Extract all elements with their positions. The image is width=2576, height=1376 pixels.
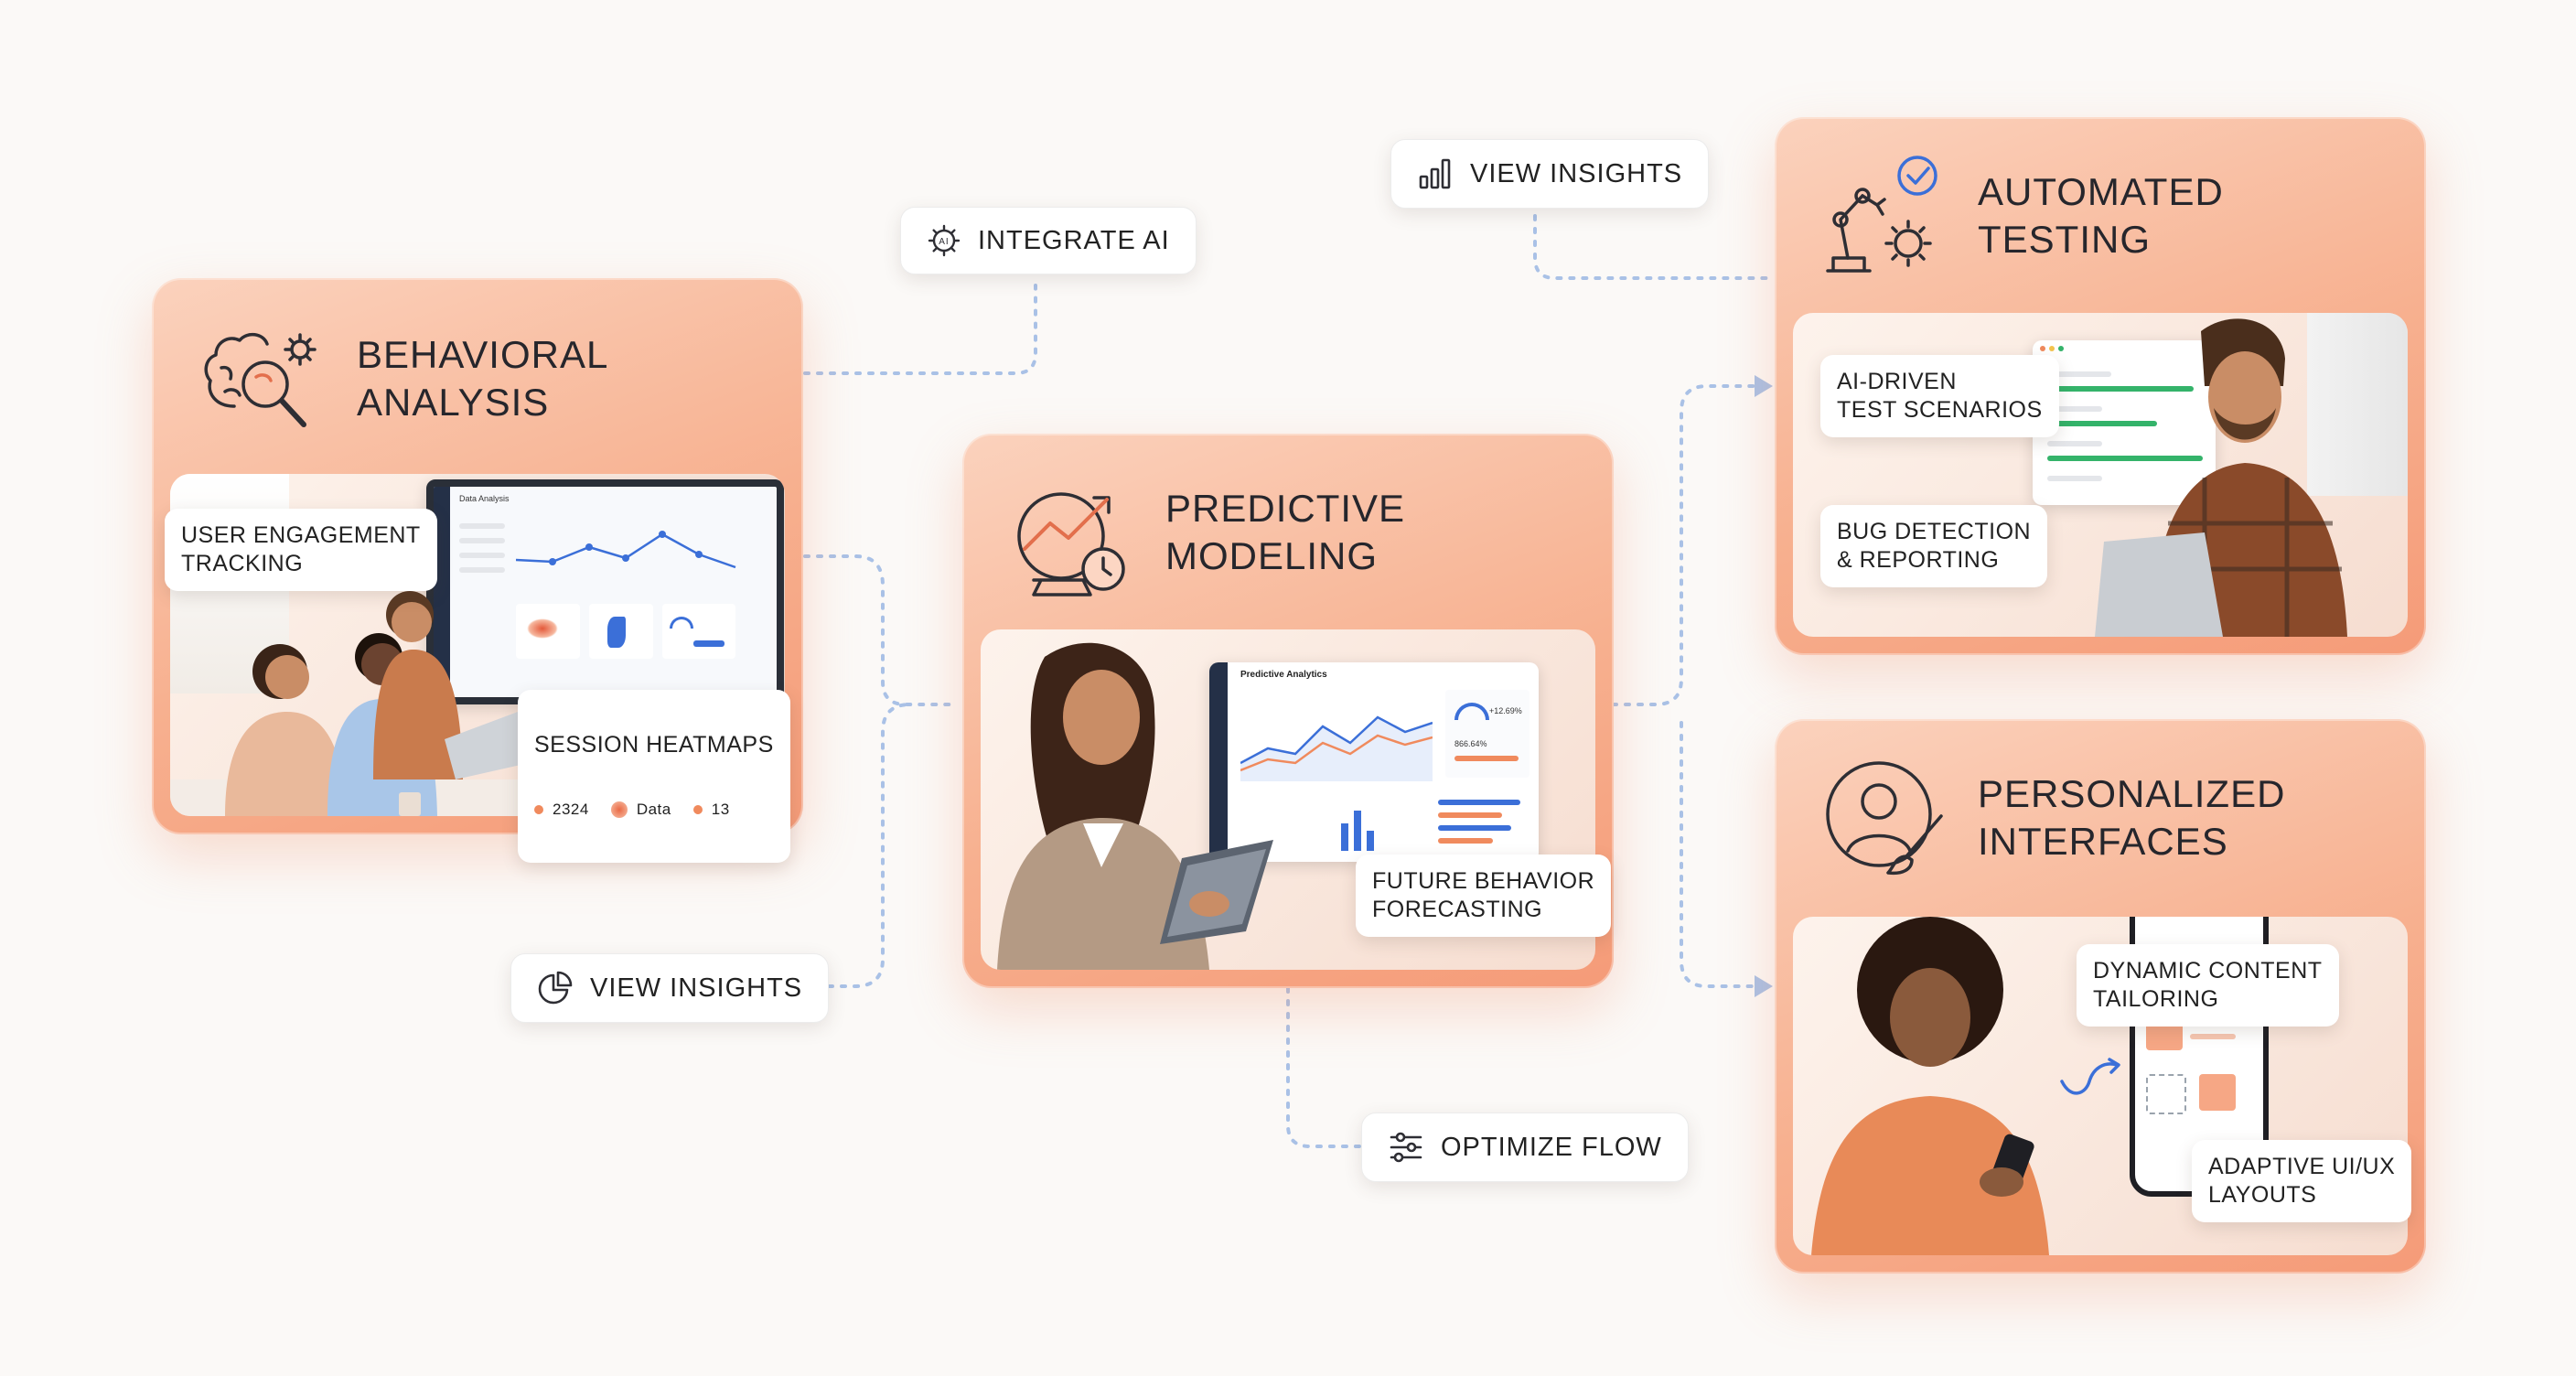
monitor-line-chart (516, 531, 736, 569)
user-brush-icon (1826, 761, 1943, 876)
connector-behavioral-to-integrate-ai (803, 284, 1037, 375)
bar-chart-icon (1419, 158, 1451, 189)
orange-shirt (1811, 1096, 2049, 1255)
woman-with-tablet-illustration (997, 642, 1273, 970)
connector-view-insights-to-testing (1533, 214, 1772, 280)
mock-row (459, 553, 505, 558)
callout-ai-driven-scenarios: AI-DRIVEN TEST SCENARIOS (1820, 355, 2059, 437)
laptop (445, 712, 529, 779)
monitor-title: Data Analysis (459, 494, 510, 503)
ui-block (2199, 1074, 2236, 1111)
connector-behavioral-to-predictive (803, 554, 953, 706)
dashboard-sidebar (1209, 662, 1228, 862)
callout-dynamic-content: DYNAMIC CONTENT TAILORING (2077, 944, 2339, 1027)
mock-row (459, 567, 505, 573)
stat-value: 866.64% (1454, 739, 1487, 748)
gauge-arc (1454, 703, 1489, 720)
person-body (373, 650, 463, 779)
heat-dot-icon (534, 804, 543, 814)
card-title: PERSONALIZED INTERFACES (1978, 772, 2286, 863)
predictive-dashboard: Predictive Analytics +12.69% 866.64% (1209, 662, 1539, 862)
view-insights-left-button[interactable]: VIEW INSIGHTS (510, 953, 830, 1023)
pill-label: VIEW INSIGHTS (1470, 158, 1683, 188)
robot-arm-gear-check-icon (1826, 156, 1937, 273)
blazer (997, 817, 1209, 970)
mini-map (589, 604, 653, 659)
heatmap-stat: Data (636, 801, 671, 818)
pill-label: INTEGRATE AI (978, 225, 1170, 255)
hand (1189, 891, 1229, 917)
transition-arrow-icon (2060, 1058, 2120, 1095)
laptop (2095, 532, 2223, 637)
callout-session-heatmaps: SESSION HEATMAPS 2324 Data 13 (518, 690, 790, 863)
integrate-ai-button[interactable]: AI INTEGRATE AI (900, 207, 1197, 274)
mock-row (459, 523, 505, 529)
crystal-ball-trend-icon (1017, 492, 1125, 597)
connector-predictive-to-optimize-flow (1286, 986, 1363, 1148)
behavioral-analysis-card[interactable]: BEHAVIORAL ANALYSIS Data Analysis (152, 278, 803, 863)
callout-adaptive-layouts: ADAPTIVE UI/UX LAYOUTS (2192, 1140, 2412, 1222)
gauge-value: +12.69% (1489, 706, 1522, 715)
heat-dot-icon (610, 801, 628, 818)
callout-future-forecasting: FUTURE BEHAVIOR FORECASTING (1356, 855, 1612, 937)
callout-user-engagement: USER ENGAGEMENT TRACKING (165, 509, 437, 591)
callout-bug-detection: BUG DETECTION & REPORTING (1820, 505, 2048, 587)
card-title: BEHAVIORAL ANALYSIS (357, 333, 609, 424)
shelf-background (2307, 313, 2408, 496)
svg-text:AI: AI (939, 237, 949, 247)
connector-view-insights-to-predictive (801, 703, 912, 988)
mock-row (459, 538, 505, 543)
connector-arrowhead-personalized (1755, 975, 1773, 997)
connector-arrowhead-testing (1755, 375, 1773, 397)
heatmap-stat: 13 (711, 801, 730, 818)
pie-chart-icon (538, 971, 573, 1005)
developer-illustration (2095, 318, 2347, 637)
forecast-area-chart (1240, 715, 1433, 781)
shirt (1083, 823, 1123, 867)
dashboard-bar-panel (1240, 790, 1396, 855)
brain-magnifier-gear-icon (204, 332, 317, 427)
dashboard-gauge-panel: +12.69% 866.64% (1445, 690, 1530, 778)
hand (1980, 1167, 2023, 1197)
dashboard-list-panel (1401, 792, 1530, 856)
stat-bar (1454, 756, 1519, 761)
callout-heatmaps-label: SESSION HEATMAPS (534, 732, 774, 758)
optimize-flow-button[interactable]: OPTIMIZE FLOW (1361, 1113, 1689, 1182)
dashboard-title: Predictive Analytics (1240, 670, 1327, 680)
personalized-interfaces-card[interactable]: PERSONALIZED INTERFACES DYNAMIC CONTENT … (1775, 719, 2426, 1274)
sliders-icon (1390, 1132, 1422, 1163)
connector-predictive-to-personalized (1680, 721, 1758, 988)
card-title: AUTOMATED TESTING (1978, 170, 2224, 261)
beard (2214, 408, 2276, 440)
pill-label: OPTIMIZE FLOW (1441, 1132, 1662, 1162)
face (1063, 670, 1140, 765)
predictive-modeling-card[interactable]: PREDICTIVE MODELING Predictive Analytics… (962, 434, 1614, 988)
card-title: PREDICTIVE MODELING (1165, 487, 1406, 577)
heat-dot-icon (692, 804, 703, 814)
ui-block (2146, 1074, 2186, 1114)
monitor-sidebar (434, 487, 450, 697)
mini-gauge (662, 604, 735, 659)
test-report-screen (2033, 340, 2216, 505)
mini-heatmap (516, 604, 580, 659)
ai-gear-icon: AI (928, 224, 961, 257)
view-insights-top-button[interactable]: VIEW INSIGHTS (1390, 139, 1710, 209)
heatmap-stat: 2324 (553, 801, 589, 818)
woman-with-phone-illustration (1811, 917, 2049, 1255)
face (1890, 968, 1970, 1067)
automated-testing-card[interactable]: AUTOMATED TESTING AI-DRIVEN TEST (1775, 117, 2426, 655)
pill-label: VIEW INSIGHTS (590, 973, 803, 1003)
window-dots (2040, 346, 2064, 351)
person-body (225, 712, 346, 816)
heatmap-stats: 2324 Data 13 (534, 795, 774, 823)
connector-predictive-to-testing (1611, 384, 1758, 706)
